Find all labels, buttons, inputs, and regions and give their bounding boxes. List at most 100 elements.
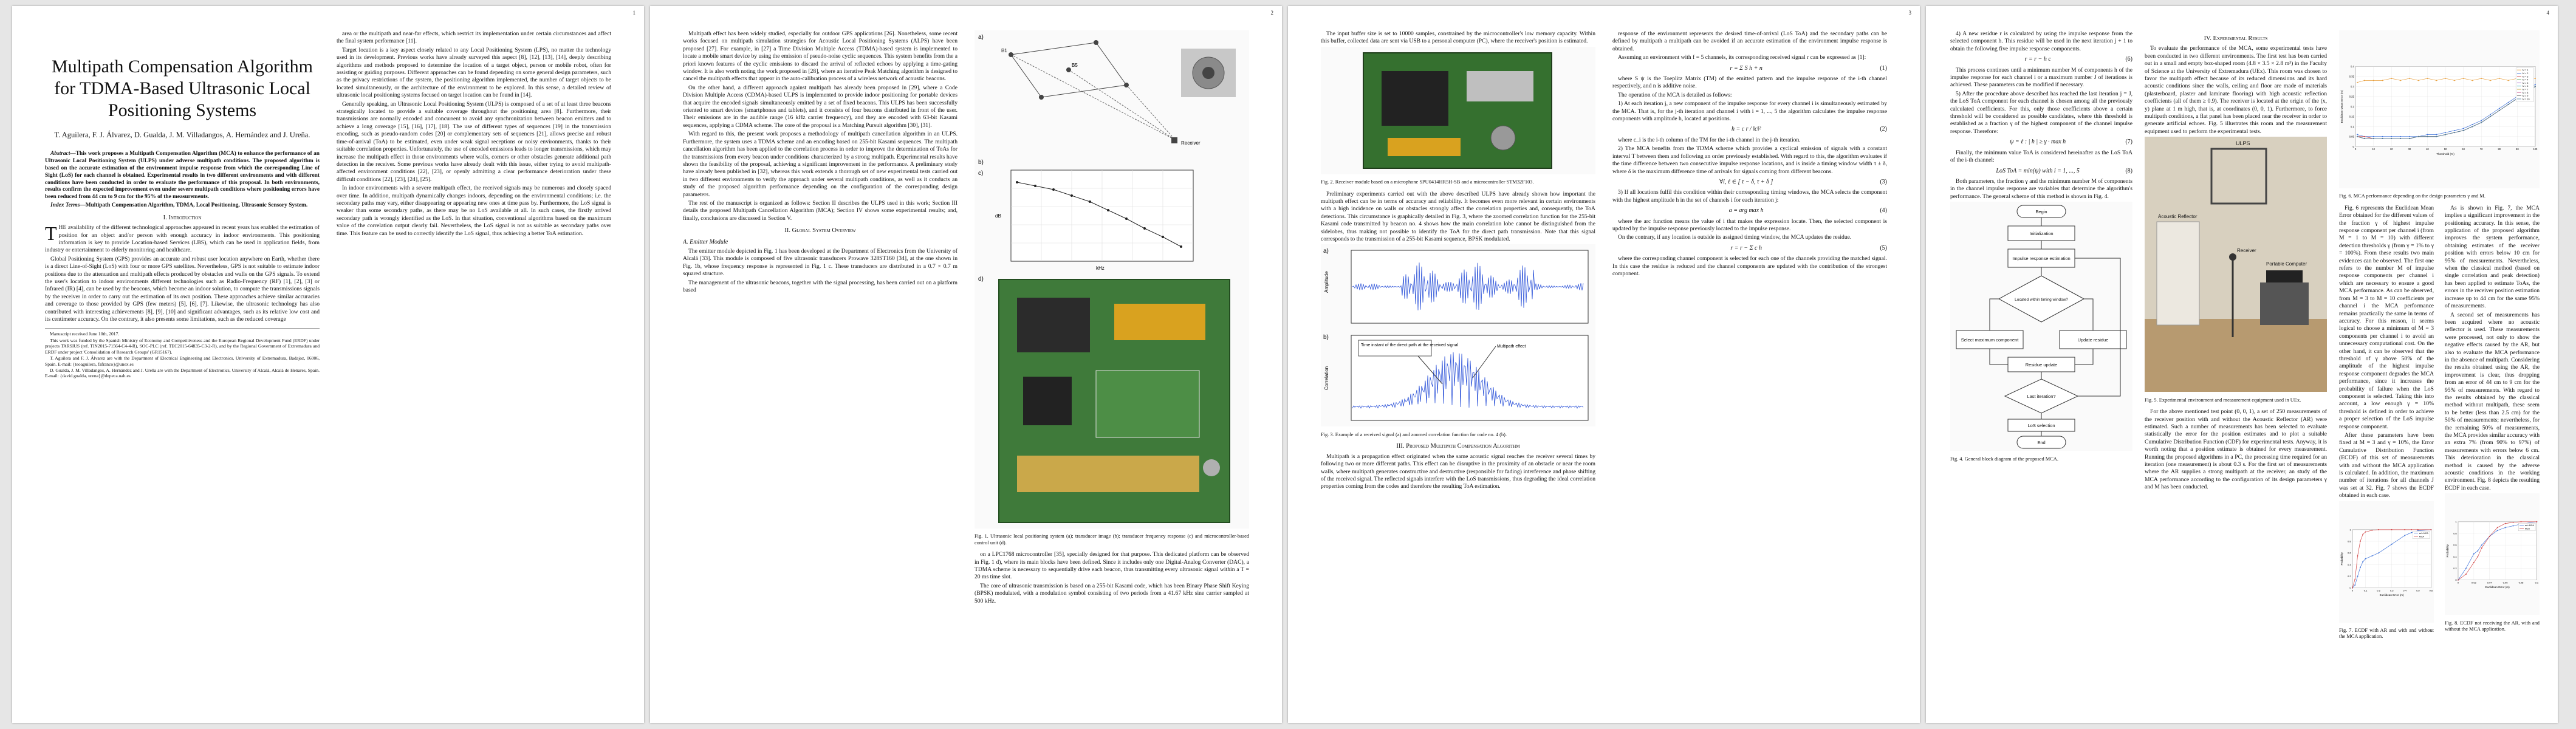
x-tick-label: 0.08 [2519, 581, 2524, 584]
fig5-label: Portable Computer [2266, 261, 2307, 267]
data-point [2363, 138, 2365, 140]
data-point [2490, 115, 2491, 117]
annotation-box [1358, 340, 1432, 357]
data-point [2504, 527, 2506, 529]
data-point [2534, 84, 2536, 85]
microphone-icon [1490, 125, 1516, 151]
paragraph: Finally, the minimum value ToA is consid… [1950, 149, 2132, 164]
equation: r = Σ S h + n(1) [1730, 64, 1887, 72]
signal-path [1010, 54, 1176, 140]
index-terms-label: Index Terms [50, 202, 80, 208]
column-2: IV. Experimental Results To evaluate the… [2145, 30, 2327, 705]
fig1-b1-label: B1 [1001, 48, 1007, 53]
paragraph: Generally speaking, an Ultrasonic Local … [337, 100, 611, 183]
x-tick-label: 0.3 [2390, 589, 2394, 592]
legend-entry: w/o MCA [2525, 524, 2535, 527]
equation: LoS ToA = min(ψ) with i = 1, ..., 5(8) [1996, 167, 2132, 174]
data-point [2436, 80, 2437, 81]
data-point [2357, 81, 2358, 83]
data-point [2498, 109, 2500, 111]
data-point [2445, 134, 2446, 135]
column-1: 4) A new residue r is calculated by usin… [1950, 30, 2132, 705]
fig1-label-d: d) [978, 276, 984, 282]
data-point [2362, 533, 2364, 535]
paragraph: A second set of measurements has been ac… [2445, 311, 2540, 491]
transducer-center [1202, 67, 1214, 79]
data-point [2465, 573, 2467, 575]
paragraph: For the above mentioned test point (0, 0… [2145, 408, 2327, 491]
paragraph: Fig. 6 represents the Euclidean Mean Err… [2339, 204, 2434, 430]
fig1-ylabel: dB [995, 213, 1001, 219]
data-point [2400, 80, 2402, 81]
x-tick-label: 0 [2355, 148, 2357, 151]
paragraph: The operation of the MCA is detailed as … [1618, 91, 1732, 98]
data-point [2512, 525, 2514, 527]
paragraph: Preliminary experiments carried out with… [1321, 190, 1595, 243]
y-tick-label: 0.3 [2351, 85, 2354, 88]
x-tick-label: 100 [2533, 148, 2538, 151]
correlation-curve [1352, 352, 1584, 409]
data-point [2408, 78, 2410, 80]
data-point [2357, 135, 2358, 137]
data-point [2382, 138, 2383, 140]
data-point [2391, 135, 2393, 137]
beacon-icon [1124, 83, 1129, 87]
flow-label: Last iteration? [2027, 394, 2055, 399]
data-point [2481, 122, 2482, 123]
legend-entry: M = 9 [2523, 95, 2529, 97]
figure-caption: Fig. 1. Ultrasonic local positioning sys… [975, 533, 1249, 546]
section-heading: I. Introduction [163, 214, 202, 221]
data-point [2400, 138, 2402, 140]
fig3-amp-label: Amplitude [1324, 271, 1329, 293]
data-point [2391, 78, 2393, 80]
paragraph: With regard to this, the present work pr… [683, 131, 957, 198]
data-point [2411, 529, 2412, 530]
data-point [2481, 544, 2482, 546]
data-point [2496, 530, 2498, 532]
equation: ψ = ℓ : | h | ≥ γ · max h(7) [2010, 139, 2132, 146]
data-point [2473, 562, 2475, 564]
flow-label: Located within timing window? [2015, 298, 2068, 302]
data-point [2498, 78, 2500, 80]
paragraph: The core of ultrasonic transmission is b… [975, 582, 1249, 604]
paragraph: 1) At each iteration j, a new component … [1612, 100, 1887, 123]
data-point [2404, 535, 2406, 536]
data-point [2436, 135, 2437, 137]
data-point [2481, 547, 2482, 549]
data-point [2507, 80, 2509, 81]
received-signal-curve [1352, 262, 1584, 311]
ulps-structure [2210, 148, 2267, 205]
paragraph: Multipath effect has been widely studied… [683, 30, 957, 83]
column-3a: Fig. 6 represents the Euclidean Mean Err… [2339, 205, 2434, 645]
beacon-icon [1094, 40, 1098, 45]
fig1-receiver-label: Receiver [1181, 140, 1201, 146]
y-tick-label: 0.15 [2349, 115, 2355, 118]
figure-caption: Fig. 5. Experimental environment and mea… [2145, 397, 2301, 403]
y-axis-label: Probability [2446, 544, 2449, 558]
paragraph: on a LPC1768 microcontroller [35], speci… [975, 551, 1249, 581]
abstract-label: Abstract [50, 151, 70, 157]
signal-path [1068, 69, 1176, 140]
paragraph: response of the environment represents t… [1612, 30, 1887, 52]
data-point [2354, 578, 2356, 580]
data-point [2352, 587, 2353, 589]
data-point [2462, 78, 2464, 80]
paragraph: To evaluate the performance of the MCA, … [2145, 45, 2327, 135]
x-tick-label: 50 [2444, 148, 2447, 151]
paragraph: where c_i is the i-th column of the TM f… [1618, 136, 1801, 143]
data-point [2391, 529, 2393, 530]
data-point [2359, 566, 2361, 568]
figure-caption: Fig. 4. General block diagram of the pro… [1950, 456, 2058, 462]
data-point [2417, 135, 2419, 137]
data-point [2445, 78, 2446, 80]
legend-entry: M = 1 [2523, 69, 2529, 72]
fig5-label: Receiver [2237, 248, 2256, 253]
column-3b: As is shown in Fig. 7, the MCA implies a… [2445, 205, 2540, 645]
footnote: This work was funded by the Spanish Mini… [45, 337, 320, 355]
y-tick-label: 0 [2455, 578, 2457, 581]
data-point [2496, 527, 2498, 529]
data-point [2512, 522, 2514, 523]
flow-box [2007, 248, 2075, 268]
data-point [2430, 529, 2432, 530]
